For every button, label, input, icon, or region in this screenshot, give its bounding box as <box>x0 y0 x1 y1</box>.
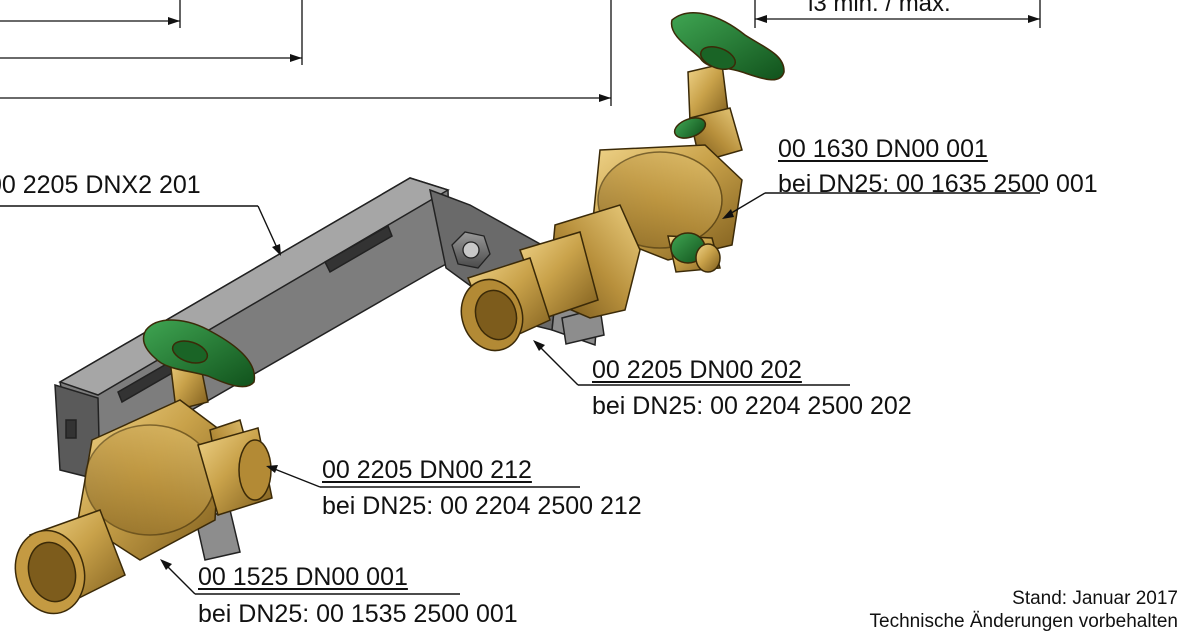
leader-lines <box>0 192 1040 595</box>
callout-code-union-lower: 00 2205 DN00 212 <box>322 456 532 484</box>
callout-alt-union-upper: bei DN25: 00 2204 2500 202 <box>592 392 912 420</box>
footer-stand-date: Stand: Januar 2017 <box>1012 588 1178 609</box>
dimension-label: l3 min. / max. <box>808 0 951 17</box>
dimension-lines <box>0 0 1041 106</box>
bracket-nut <box>451 231 491 269</box>
callout-code-bracket: 00 2205 DNX2 201 <box>0 171 201 199</box>
callout-code-lower-valve: 00 1525 DN00 001 <box>198 563 408 591</box>
footer-note: Technische Änderungen vorbehalten <box>869 611 1178 632</box>
lower-valve-assembly <box>14 319 273 615</box>
callout-code-union-upper: 00 2205 DN00 202 <box>592 356 802 384</box>
callout-alt-union-lower: bei DN25: 00 2204 2500 212 <box>322 492 642 520</box>
callout-code-upper-valve: 00 1630 DN00 001 <box>778 135 988 163</box>
callout-alt-upper-valve: bei DN25: 00 1635 2500 001 <box>778 170 1098 198</box>
upper-valve-assembly <box>460 12 785 352</box>
callout-alt-lower-valve: bei DN25: 00 1535 2500 001 <box>198 600 518 628</box>
